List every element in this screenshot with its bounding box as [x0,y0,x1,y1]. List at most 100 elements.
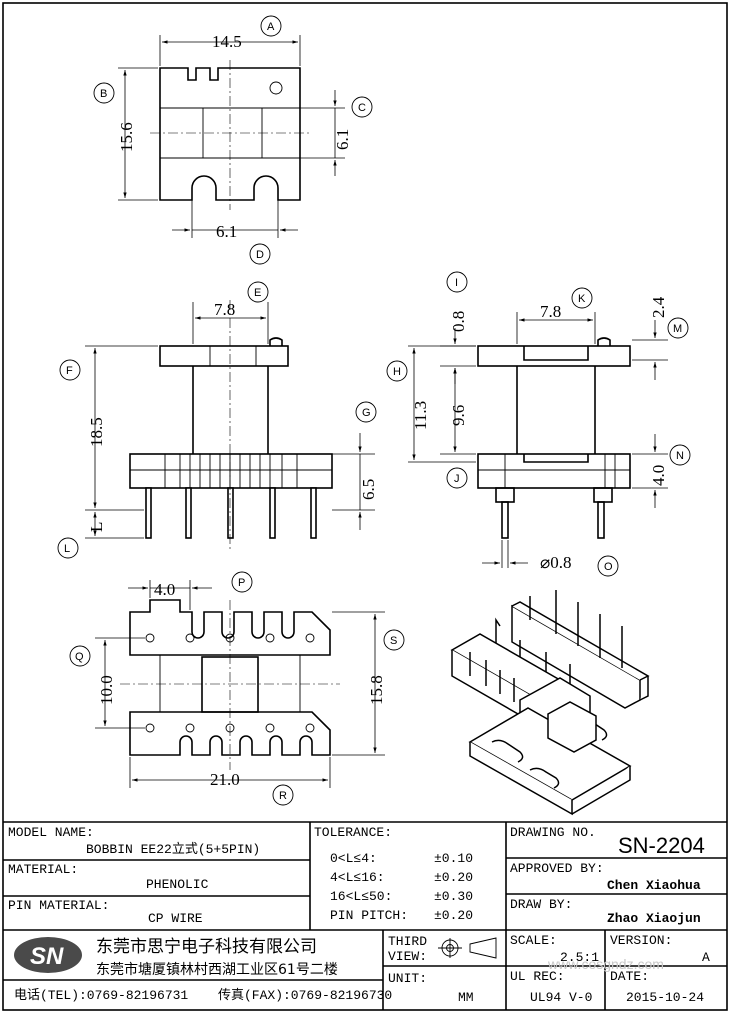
callout-g: G [355,401,377,423]
callout-j: J [446,467,468,489]
dim-l: L [87,522,106,532]
svg-text:C: C [358,102,366,114]
tol-range-0: 0<L≤4: [330,851,377,866]
callout-h: H [386,360,408,382]
svg-text:B: B [100,88,107,100]
date-value: 2015-10-24 [626,990,704,1005]
tol-range-1: 4<L≤16: [330,870,385,885]
top-view: 14.5 15.6 6.1 6.1 [117,32,352,241]
title-block: MODEL NAME: BOBBIN EE22立式(5+5PIN) MATERI… [3,821,727,1010]
pin-material-label: PIN MATERIAL: [8,898,109,913]
dim-b: 15.6 [117,122,136,152]
projection-symbol-icon [438,937,497,959]
date-label: DATE: [610,969,649,984]
tolerance-label: TOLERANCE: [314,825,392,840]
drawing-no-value: SN-2204 [618,833,705,858]
svg-text:G: G [362,407,371,419]
dim-d: 6.1 [216,222,237,241]
svg-text:M: M [673,323,682,335]
callout-k: K [571,287,593,309]
side-view: 0.8 7.8 2.4 11.3 9.6 4.0 ⌀0.8 [408,296,668,572]
callout-l: L [57,537,79,559]
dim-g: 6.5 [359,479,378,500]
scale-label: SCALE: [510,933,557,948]
callout-r: R [272,784,294,806]
callout-q: Q [69,645,91,667]
callout-n: N [669,444,691,466]
dim-n: 4.0 [649,465,668,486]
callout-i: I [446,271,468,293]
svg-text:Q: Q [75,651,84,663]
tol-value-0: ±0.10 [434,851,473,866]
scale-value: 2.5:1 [560,950,599,965]
callouts: A B C D E F G L I K M H J N O P Q S R [57,15,691,806]
callout-s: S [383,629,405,651]
svg-text:O: O [604,561,613,573]
dim-r: 21.0 [210,770,240,789]
callout-a: A [260,15,282,37]
pin-material-value: CP WIRE [148,911,203,926]
callout-d: D [249,243,271,265]
third-view-label-1: THIRD [388,934,427,949]
svg-text:K: K [578,293,586,305]
svg-text:A: A [267,21,275,33]
svg-text:R: R [279,790,287,802]
company-name: 东莞市思宁电子科技有限公司 [96,937,317,957]
model-value: BOBBIN EE22立式(5+5PIN) [86,842,260,857]
version-label: VERSION: [610,933,672,948]
dim-h: 11.3 [411,401,430,430]
dim-p: 4.0 [154,580,175,599]
watermark: www.cosgndz.com [547,956,664,972]
ul-label: UL REC: [510,969,565,984]
third-view-label-2: VIEW: [388,949,427,964]
callout-e: E [247,281,269,303]
svg-text:P: P [238,577,245,589]
callout-f: F [59,359,81,381]
dim-s: 15.8 [367,675,386,705]
svg-text:E: E [254,287,261,299]
dim-h2: 9.6 [449,405,468,426]
model-label: MODEL NAME: [8,825,94,840]
dim-a: 14.5 [212,32,242,51]
tol-range-3: PIN PITCH: [330,908,408,923]
material-label: MATERIAL: [8,862,78,877]
tol-value-1: ±0.20 [434,870,473,885]
front-view: 7.8 18.5 L 6.5 [85,300,378,550]
tol-value-2: ±0.30 [434,889,473,904]
approved-value: Chen Xiaohua [607,878,701,893]
tol-range-2: 16<L≤50: [330,889,392,904]
callout-o: O [597,555,619,577]
draw-label: DRAW BY: [510,897,572,912]
version-value: A [702,950,710,965]
material-value: PHENOLIC [146,877,209,892]
callout-p: P [231,571,253,593]
svg-text:H: H [393,366,401,378]
drawing-no-label: DRAWING NO. [510,825,596,840]
dim-c: 6.1 [333,129,352,150]
dim-k: 7.8 [540,302,561,321]
svg-text:S: S [390,635,397,647]
company-fax: 传真(FAX):0769-82196730 [218,988,392,1003]
draw-value: Zhao Xiaojun [607,911,701,926]
tol-value-3: ±0.20 [434,908,473,923]
unit-label: UNIT: [388,971,427,986]
dim-o: ⌀0.8 [540,553,572,572]
svg-text:N: N [676,450,684,462]
approved-label: APPROVED BY: [510,861,604,876]
callout-b: B [93,82,115,104]
dim-q: 10.0 [97,675,116,705]
dim-m: 2.4 [649,296,668,318]
dim-f: 18.5 [87,417,106,447]
isometric-view [450,590,650,816]
bottom-view: 4.0 10.0 15.8 21.0 [95,580,386,789]
svg-text:I: I [455,277,458,289]
svg-text:D: D [256,249,264,261]
svg-text:J: J [454,473,460,485]
svg-text:SN: SN [30,943,64,970]
svg-text:L: L [64,543,70,555]
dim-e: 7.8 [214,300,235,319]
unit-value: MM [458,990,474,1005]
company-address: 东莞市塘厦镇林村西湖工业区61号二楼 [96,961,338,978]
ul-value: UL94 V-0 [530,990,592,1005]
